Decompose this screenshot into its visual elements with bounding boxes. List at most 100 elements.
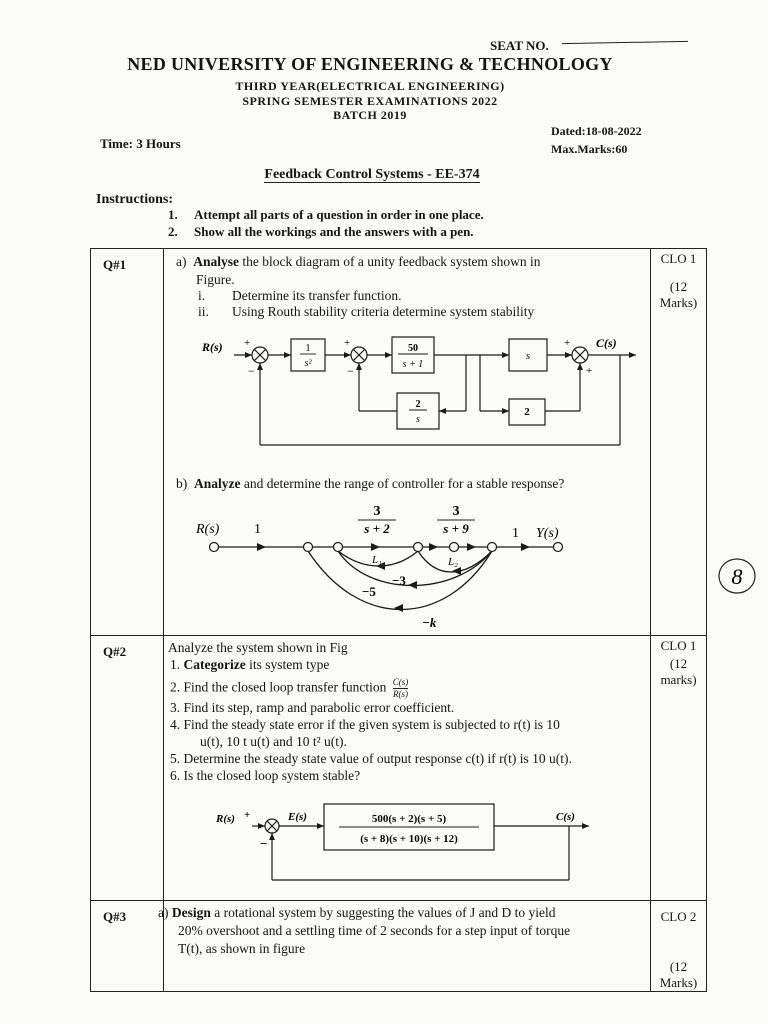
seat-number-label: SEAT NO. [490,38,549,53]
item-text: Determine the steady state value of outp… [183,751,572,766]
marks-label: (12 Marks) [659,279,698,310]
plant-denominator: (s + 8)(s + 10)(s + 12) [360,833,458,845]
question-body: a) Design a rotational system by suggest… [158,900,651,992]
clo-cell: CLO 1 (12 Marks) [650,248,707,636]
diagram-input-label: R(s) [201,340,223,354]
semester-line: SPRING SEMESTER EXAMINATIONS 2022 [242,94,498,108]
course-title-text: Feedback Control Systems - EE-374 [264,167,480,183]
question-item: 1. Categorize its system type [170,657,329,673]
part-text-cont: Figure. [196,272,235,287]
sum-minus-sign: − [260,836,267,851]
item-number: 3. [170,700,181,715]
diagram-input-label: R(s) [215,813,235,825]
instruction-item: 1. Attempt all parts of a question in ord… [168,207,484,223]
plant-numerator: 500(s + 2)(s + 5) [372,813,447,825]
sub-item-number: i. [198,288,206,303]
sub-item-text: Using Routh stability criteria determine… [232,304,535,319]
item-text: its system type [249,657,330,672]
part-label: a) [176,254,187,269]
part-keyword: Analyse [193,254,240,269]
h2-label: 2 [524,406,530,418]
h1-denominator: s [416,414,420,425]
question-item: 3. Find its step, ramp and parabolic err… [170,700,454,716]
part-keyword: Design [171,905,211,920]
part-text: and determine the range of controller fo… [243,476,565,491]
error-signal-label: E(s) [287,811,307,823]
sum-plus-sign: + [564,337,570,349]
clo-label: CLO 2 [660,909,697,924]
item-text-cont: u(t), 10 t u(t) and 10 t² u(t). [200,734,347,749]
marks-label: (12 Marks) [659,959,698,990]
part-text: the block diagram of a unity feedback sy… [242,254,541,269]
exam-time: Time: 3 Hours [100,136,181,151]
question-item: 2. Find the closed loop transfer functio… [170,677,409,700]
item-text: Find the closed loop transfer function [183,679,387,695]
item-number: 6. [170,768,181,783]
loop-label-2: L₂ [447,556,458,568]
sub-item-text: Determine its transfer function. [232,288,402,303]
question-item: 4. Find the steady state error if the gi… [170,717,560,733]
part-label: a) [158,905,169,920]
marks-label: (12 marks) [660,656,697,687]
block-diagram-q2: R(s) + − E(s) 500(s + 2)(s + 5) (s + 8)(… [215,803,589,881]
sfg-feedback-neg5: −5 [362,584,376,599]
question-number: Q#1 [90,248,164,636]
item-text: Is the closed loop system stable? [183,768,361,783]
g2-denominator: s + 1 [403,359,424,370]
part-text-cont: 20% overshoot and a settling time of 2 s… [178,923,571,938]
sfg-g2-denominator: s + 9 [442,521,469,536]
sub-item: ii.Using Routh stability criteria determ… [198,304,534,320]
sub-item: i. Determine its transfer function. [198,288,401,304]
signal-flow-graph-q1b: R(s) 1 3 s + 2 3 s + 9 1 Y(s) L₁ L₂ −3 −… [195,504,564,630]
mark-digit: 8 [732,564,743,589]
instruction-number: 1. [168,207,178,222]
instruction-item: 2.Show all the workings and the answers … [168,224,474,240]
sum-minus-sign: − [347,364,354,378]
seat-number-blank [562,40,688,45]
item-number: 2. [170,679,181,695]
tf-numerator: C(s) [392,677,409,689]
clo-label: CLO 1 [660,638,697,653]
question-item: 5. Determine the steady state value of o… [170,751,572,767]
instructions-heading: Instructions: [96,192,174,207]
question-item: 6. Is the closed loop system stable? [170,768,360,784]
tf-denominator: R(s) [392,689,408,699]
g2-numerator: 50 [408,343,418,354]
h1-numerator: 2 [416,399,421,410]
g3-label: s [526,350,530,362]
sfg-g1-denominator: s + 2 [363,521,390,536]
sfg-feedback-negk: −k [422,615,437,630]
block-diagram-q1a: R(s) + − + − + + 1 s² 50 s + 1 s 2 s [201,336,636,446]
instruction-number: 2. [168,224,178,239]
handwritten-circled-mark: 8 [716,555,758,597]
sfg-output-label: Y(s) [536,526,559,541]
question-number: Q#2 [90,635,164,901]
g1-numerator: 1 [306,343,311,354]
item-number: 5. [170,751,181,766]
diagram-output-label: C(s) [596,336,617,350]
year-line: THIRD YEAR(ELECTRICAL ENGINEERING) [235,79,505,93]
question-row-2: Q#2 Analyze the system shown in Fig 1. C… [90,635,707,901]
course-title: Feedback Control Systems - EE-374 [0,167,744,183]
instruction-text: Attempt all parts of a question in order… [194,207,484,222]
sum-plus-sign: + [344,337,350,349]
sum-minus-sign: − [248,364,255,378]
item-text: Find the steady state error if the given… [183,717,560,732]
sum-plus-sign: + [244,809,250,821]
item-text: Find its step, ramp and parabolic error … [183,700,455,715]
max-marks: Max.Marks:60 [551,142,628,156]
part-text: a rotational system by suggesting the va… [214,905,556,920]
university-name: NED UNIVERSITY OF ENGINEERING & TECHNOLO… [127,54,613,74]
g1-denominator: s² [305,358,313,369]
question-body: a) Analyse the block diagram of a unity … [163,248,651,636]
sum-plus-sign: + [586,365,592,377]
sfg-gain-1: 1 [512,526,519,541]
question-number: Q#3 [90,900,164,992]
sum-plus-sign: + [244,337,250,349]
batch-line: BATCH 2019 [333,108,407,122]
question-body: Analyze the system shown in Fig 1. Categ… [163,635,651,901]
sfg-gain-1: 1 [254,522,261,537]
clo-cell: CLO 1 (12 marks) [650,635,707,901]
question-row-1: Q#1 a) Analyse the block diagram of a un… [90,248,707,636]
diagram-output-label: C(s) [556,811,575,823]
